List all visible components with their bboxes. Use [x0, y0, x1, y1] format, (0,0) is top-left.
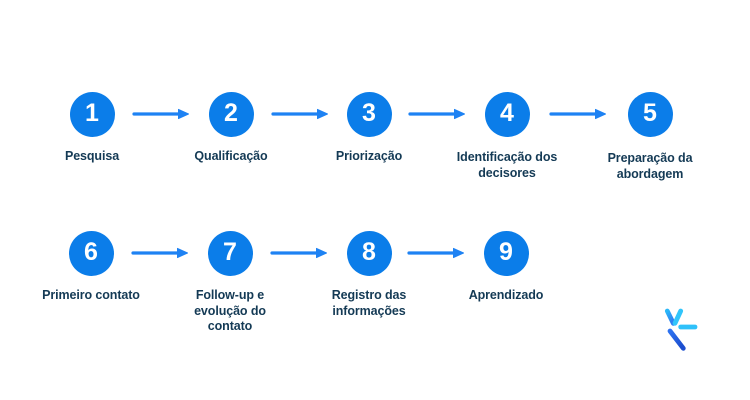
step-6-number: 6 [84, 237, 98, 266]
step-4-circle: 4 [484, 91, 530, 137]
step-2-label: Qualificação [194, 149, 268, 163]
right-arrow-icon [549, 107, 607, 121]
right-arrow-icon [407, 246, 465, 260]
step-8-label: Registro das informações [331, 288, 407, 318]
step-8-number: 8 [362, 237, 376, 266]
step-5-circle: 5 [627, 91, 673, 137]
step-3-circle: 3 [346, 91, 392, 137]
step-9-circle: 9 [483, 230, 529, 276]
step-6-label: Primeiro contato [42, 288, 140, 302]
right-arrow-icon [132, 107, 190, 121]
step-1-number: 1 [85, 98, 99, 127]
step-6-circle: 6 [68, 230, 114, 276]
step-9-label: Aprendizado [468, 288, 544, 302]
step-4-label: Identificação dos decisores [456, 150, 558, 180]
step-5-label: Preparação da abordagem [607, 151, 693, 181]
right-arrow-icon [271, 107, 329, 121]
step-1-circle: 1 [69, 91, 115, 137]
step-7-circle: 7 [207, 230, 253, 276]
right-arrow-icon [131, 246, 189, 260]
step-9-number: 9 [499, 237, 513, 266]
right-arrow-icon [408, 107, 466, 121]
step-2-circle: 2 [208, 91, 254, 137]
step-3-number: 3 [362, 98, 376, 127]
step-5-number: 5 [643, 98, 657, 127]
right-arrow-icon [270, 246, 328, 260]
step-7-label: Follow-up e evolução do contato [194, 288, 266, 333]
step-1-label: Pesquisa [64, 149, 120, 163]
step-7-number: 7 [223, 237, 237, 266]
brand-asterisk-logo-icon [644, 308, 698, 351]
step-2-number: 2 [224, 98, 238, 127]
step-8-circle: 8 [346, 230, 392, 276]
step-4-number: 4 [500, 98, 514, 127]
step-3-label: Priorização [335, 149, 403, 163]
